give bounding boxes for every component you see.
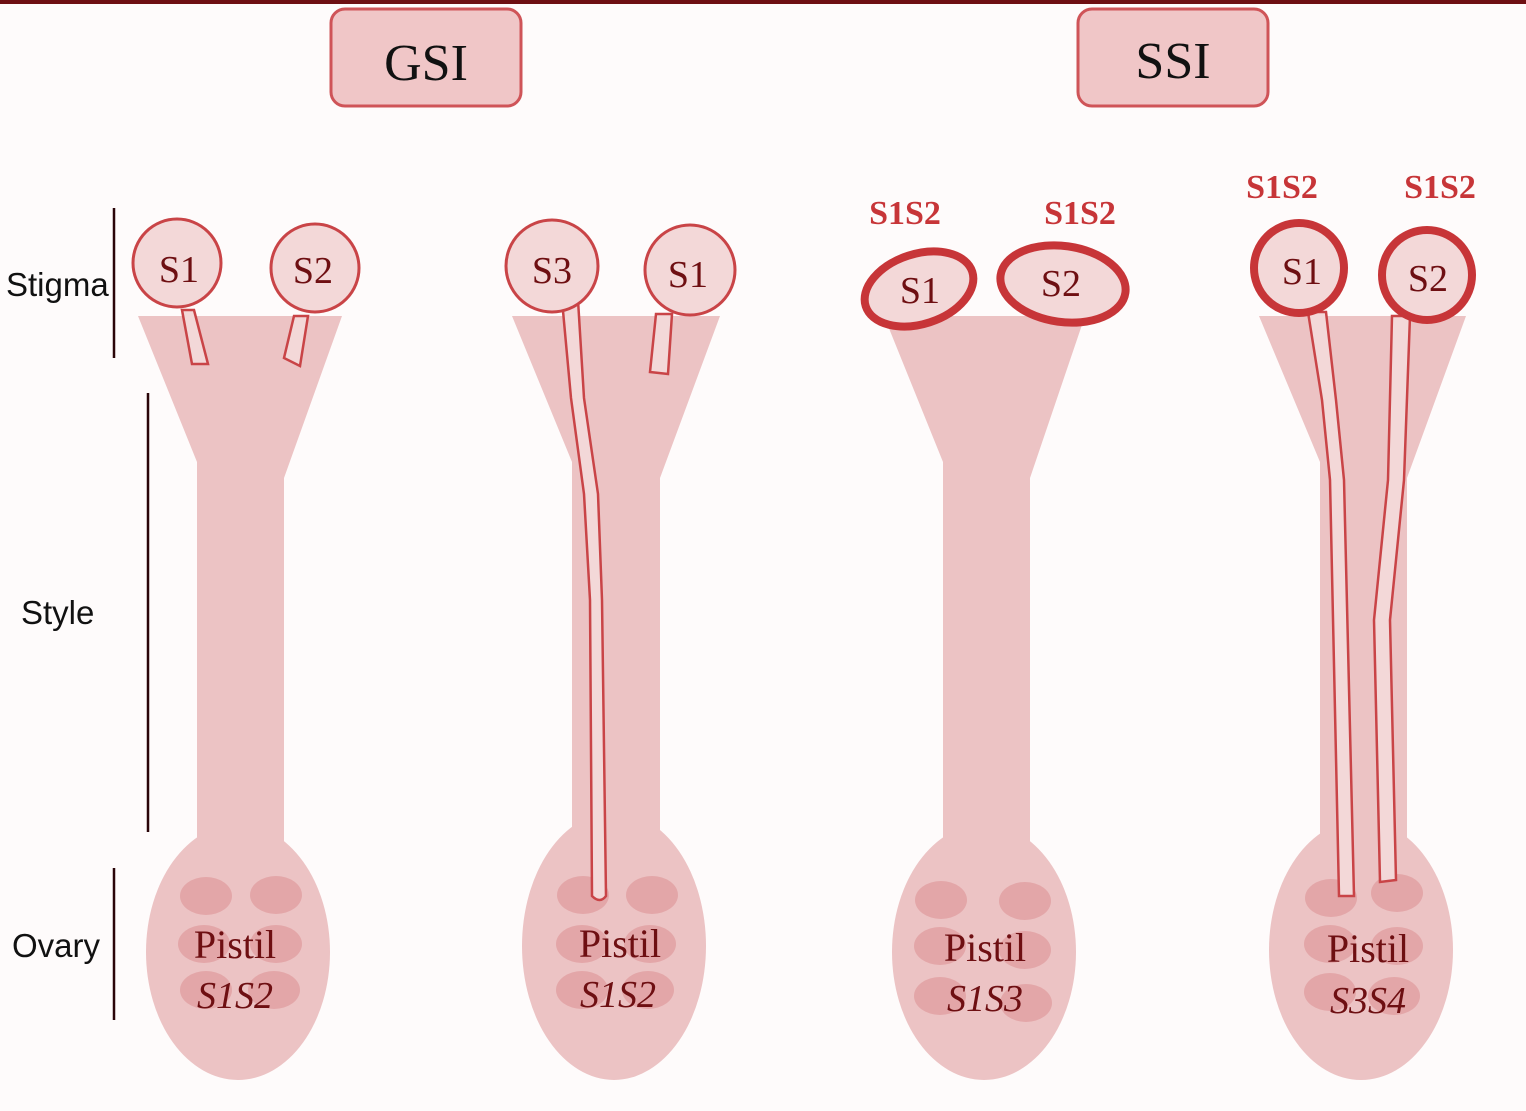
ovule bbox=[1371, 874, 1423, 912]
pistil-ssi-1: S1 S1S2 S2 S1S2 Pistil S1S3 bbox=[860, 195, 1130, 1080]
ovule bbox=[624, 925, 676, 963]
ovule bbox=[999, 882, 1051, 920]
gsi-header-label: GSI bbox=[384, 35, 468, 92]
pollen-grain: S1 S1S2 bbox=[1246, 169, 1356, 898]
top-rule bbox=[0, 0, 1526, 4]
pollen-grain-body bbox=[1250, 219, 1348, 317]
ovule bbox=[250, 925, 302, 963]
pistil-genotype: S1S2 bbox=[580, 974, 656, 1016]
style-label: Style bbox=[21, 594, 94, 631]
pollen-allele: S1 bbox=[1282, 251, 1322, 293]
stigma-style bbox=[138, 316, 342, 870]
ovule bbox=[556, 925, 608, 963]
pollen-grain-body bbox=[504, 218, 600, 314]
pistil-gsi-1: S1 S2 Pistil S1S2 bbox=[131, 217, 361, 1080]
pollen-tube bbox=[180, 308, 210, 366]
pollen-grain-body bbox=[643, 223, 737, 317]
pistil-ssi-2: S1 S1S2 S2 S1S2 Pistil S3S4 bbox=[1246, 169, 1476, 1080]
pollen-tube bbox=[1372, 314, 1412, 884]
ovule bbox=[180, 877, 232, 915]
pollen-allele: S1 bbox=[159, 249, 199, 291]
ovule bbox=[1304, 925, 1356, 963]
pollen-grain-body bbox=[996, 241, 1130, 327]
ovule bbox=[178, 925, 230, 963]
pollen-tube bbox=[648, 312, 674, 376]
stigma-style bbox=[884, 316, 1085, 870]
pollen-tube bbox=[282, 314, 310, 368]
stigma-style bbox=[512, 316, 720, 870]
pistil-label: Pistil bbox=[1327, 926, 1409, 971]
pollen-allele: S2 bbox=[1041, 263, 1081, 305]
ovule bbox=[248, 971, 300, 1009]
ovule bbox=[914, 927, 966, 965]
pollen-grain: S2 bbox=[269, 222, 361, 368]
stigma-style bbox=[1259, 316, 1466, 870]
pollen-grain-body bbox=[860, 247, 978, 331]
pistil-gsi-2: S3 S1 Pistil S1S2 bbox=[504, 218, 737, 1080]
pollen-sporophyte: S1S2 bbox=[1246, 169, 1318, 206]
pistil-label: Pistil bbox=[579, 921, 661, 966]
ovule bbox=[626, 876, 678, 914]
pollen-grain: S1 bbox=[643, 223, 737, 376]
pollen-tube bbox=[560, 298, 608, 902]
ovule bbox=[999, 931, 1051, 969]
pollen-grain: S2 S1S2 bbox=[1372, 169, 1476, 884]
pollen-sporophyte: S1S2 bbox=[1404, 169, 1476, 206]
ovule bbox=[556, 971, 608, 1009]
ssi-header: SSI bbox=[1076, 7, 1270, 108]
ovule bbox=[180, 971, 232, 1009]
pollen-grain: S3 bbox=[504, 218, 608, 902]
pollen-allele: S1 bbox=[668, 254, 708, 296]
pollen-grain-body bbox=[131, 217, 223, 309]
pollen-allele: S1 bbox=[900, 270, 940, 312]
pollen-tube bbox=[1306, 310, 1356, 898]
pistil-label: Pistil bbox=[944, 925, 1026, 970]
pollen-sporophyte: S1S2 bbox=[1044, 195, 1116, 232]
pollen-sporophyte: S1S2 bbox=[869, 195, 941, 232]
pistil-genotype: S1S3 bbox=[947, 978, 1023, 1020]
pollen-allele: S3 bbox=[532, 250, 572, 292]
pollen-grain: S1 bbox=[131, 217, 223, 366]
ovule bbox=[914, 977, 966, 1015]
stigma-label: Stigma bbox=[6, 266, 109, 303]
pistil-label: Pistil bbox=[194, 922, 276, 967]
pollen-grain: S2 S1S2 bbox=[996, 195, 1130, 327]
region-labels: Stigma Style Ovary bbox=[6, 208, 150, 1020]
ovary-label: Ovary bbox=[12, 927, 101, 964]
pistil-genotype: S3S4 bbox=[1330, 980, 1406, 1022]
gsi-header: GSI bbox=[329, 7, 523, 108]
ovule bbox=[1000, 984, 1052, 1022]
pollen-grain: S1 S1S2 bbox=[860, 195, 978, 331]
ovule bbox=[1368, 977, 1420, 1015]
pistil-genotype: S1S2 bbox=[197, 975, 273, 1017]
ovule bbox=[1304, 973, 1356, 1011]
ovule bbox=[622, 971, 674, 1009]
ssi-header-label: SSI bbox=[1135, 33, 1210, 90]
ovule bbox=[915, 881, 967, 919]
pollen-grain-body bbox=[269, 222, 361, 314]
ovule bbox=[250, 876, 302, 914]
ovule bbox=[1371, 927, 1423, 965]
pollen-allele: S2 bbox=[1408, 258, 1448, 300]
pollen-allele: S2 bbox=[293, 250, 333, 292]
pollen-grain-body bbox=[1378, 226, 1476, 324]
